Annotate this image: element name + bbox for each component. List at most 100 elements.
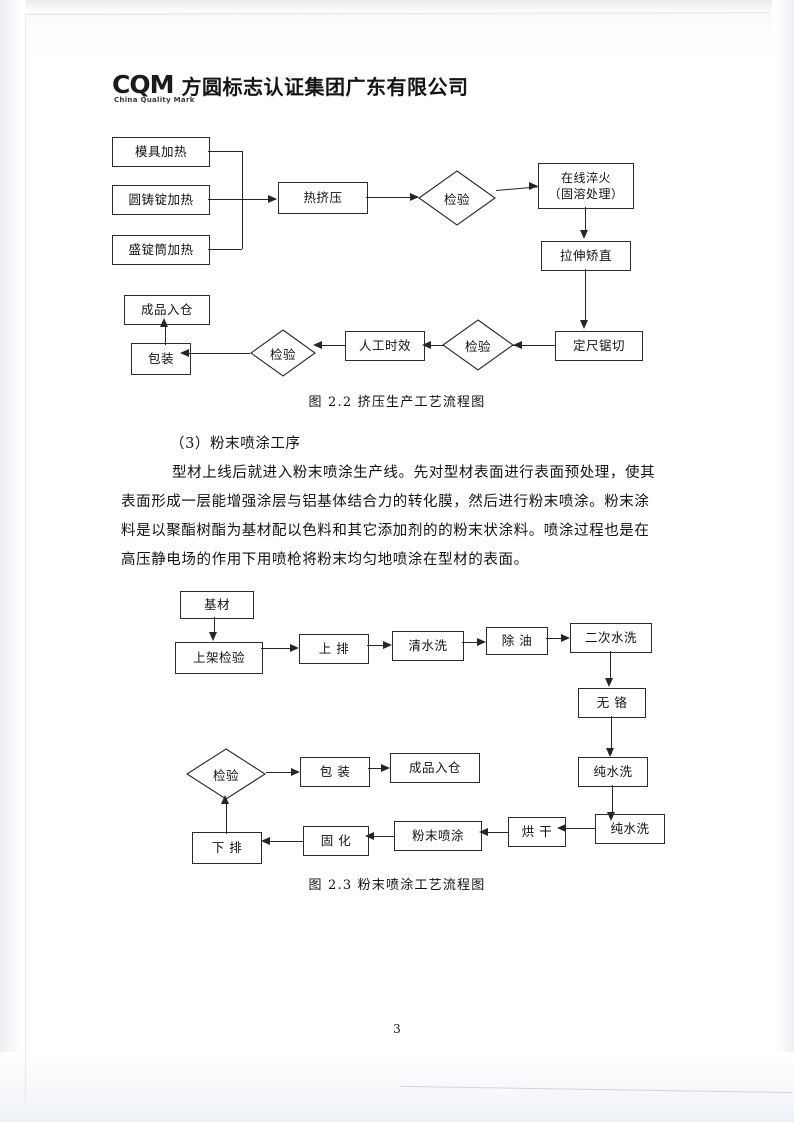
node-powder-coating: 粉末喷涂 [394,821,482,851]
paragraph-line-4: 高压静电场的作用下用喷枪将粉末均匀地喷涂在型材的表面。 [121,552,529,568]
node-hot-extrusion: 热挤压 [278,182,368,214]
figure-2-2-caption: 图 2.2 挤压生产工艺流程图 [308,395,486,410]
node-container-heating: 盛锭筒加热 [112,235,210,265]
connector-rack-to-load [261,648,297,649]
node-curing: 固 化 [303,826,369,856]
arrow-to-pure-water-rinse-1 [606,748,614,757]
node-mold-heating: 模具加热 [112,137,210,167]
connector-container-to-bracket [208,249,242,250]
connector-packaging-to-storage [165,325,166,345]
connector-inspection-to-packaging [266,772,298,773]
arrow-to-water-rinse [383,641,392,649]
node-inspection-label: 检验 [212,767,239,783]
connector-extrusion-to-inspection1 [366,197,418,198]
section-heading: （3）粉末喷涂工序 [170,436,301,452]
figure-2-3-caption: 图 2.3 粉末喷涂工艺流程图 [308,878,486,893]
arrow-to-degrease [477,638,486,646]
node-finished-storage: 成品入仓 [124,295,210,325]
scan-border-line-left [25,16,26,1102]
diamond-shape-icon [418,170,496,226]
node-billet-heating: 圆铸锭加热 [112,185,210,215]
node-inspection-3: 检验 [250,329,316,377]
arrow-to-drying [557,824,566,832]
logo-company-name: 方圆标志认证集团广东有限公司 [181,75,469,99]
node-inspection-1-label: 检验 [443,191,470,207]
node-inspection-1: 检验 [418,170,496,226]
arrow-to-second-water-rinse [561,634,570,642]
figure-2-2-flowchart: 模具加热 圆铸锭加热 盛锭筒加热 热挤压 检验 在线淬火 （固溶处理） 拉伸矫直 [0,0,794,420]
node-inspection-3-label: 检验 [269,346,296,362]
connector-inspection3-to-packaging [186,353,250,354]
arrow-to-artificial-aging [422,341,431,349]
node-online-quenching: 在线淬火 （固溶处理） [538,163,634,209]
arrow-to-inspection [221,795,229,804]
node-packaging: 包装 [131,343,191,375]
arrow-to-pure-water-rinse-2 [607,812,615,821]
arrow-to-unload-rack [261,837,270,845]
connector-mold-to-bracket [208,151,242,152]
arrow-to-powder-coating [479,828,488,836]
node-drying: 烘 干 [508,817,566,847]
arrow-to-curing [365,832,374,840]
node-rack-inspection: 上架检验 [175,642,263,674]
node-inspection-2: 检验 [442,319,514,371]
node-pure-water-rinse-1: 纯水洗 [578,757,648,787]
node-online-quenching-line2: （固溶处理） [548,187,624,201]
connector-packaging-to-storage-2 [368,768,386,769]
logo-mark-text: CQM [112,70,174,99]
scan-edge-right [772,0,794,1122]
node-base-material: 基材 [180,591,254,619]
node-inspection: 检验 [186,748,266,800]
arrow-to-finished-storage-2 [381,764,390,772]
connector-drying-to-powder-coating [486,832,509,833]
company-logo: CQM China Quality Mark 方圆标志认证集团广东有限公司 [112,70,469,104]
arrow-to-inspection-3 [313,341,322,349]
node-packaging-2: 包 装 [300,757,370,787]
connector-second-rinse-to-chrome-free [610,651,611,683]
page-number: 3 [393,1022,401,1036]
node-water-rinse: 清水洗 [392,631,464,661]
node-chrome-free: 无 铬 [578,688,646,718]
connector-unload-rack-to-inspection [226,802,227,834]
node-pure-water-rinse-2: 纯水洗 [595,814,665,844]
node-artificial-aging: 人工时效 [345,331,425,361]
connector-chrome-free-to-pure-rinse-1 [611,716,612,754]
paragraph-line-1: 型材上线后就进入粉末喷涂生产线。先对型材表面进行表面预处理，使其 [172,465,656,481]
node-second-water-rinse: 二次水洗 [570,623,652,653]
connector-load-to-water-rinse [367,645,389,646]
figure-2-3-flowchart: 基材 上架检验 上 排 清水洗 除 油 二次水洗 无 铬 纯水洗 纯水洗 烘 干 [175,591,665,893]
node-fixed-length-sawing: 定尺锯切 [555,331,643,361]
connector-quench-to-straighten [585,207,586,235]
logo-tagline: China Quality Mark [114,96,195,104]
arrow-to-inspection-2 [513,341,522,349]
paragraph-line-2: 表面形成一层能增强涂层与铝基体结合力的转化膜，然后进行粉末喷涂。粉末涂 [121,494,650,510]
connector-billet-to-extrusion [208,199,276,200]
logo-mark-cqm: CQM China Quality Mark [112,70,194,104]
node-finished-storage-2: 成品入仓 [390,753,480,783]
arrow-to-stretch-straighten [580,230,588,239]
connector-bracket-vertical [242,151,243,249]
connector-powder-coating-to-curing [372,836,395,837]
node-load-rack: 上 排 [299,634,369,664]
connector-sawing-to-inspection2 [513,345,555,346]
arrow-to-hot-extrusion [268,195,277,203]
arrow-to-inspection-1 [410,193,419,201]
scan-edge-left [0,0,26,1122]
arrow-to-finished-storage [160,318,168,327]
arrow-to-online-quench [529,182,538,190]
diamond-shape-icon [442,319,514,371]
node-stretch-straighten: 拉伸矫直 [541,241,631,271]
node-online-quenching-line1: 在线淬火 [560,170,611,185]
arrow-to-fixed-length-sawing [580,320,588,329]
connector-inspection2-to-aging [430,345,444,346]
connector-base-to-rack-inspection [214,617,215,637]
node-unload-rack: 下 排 [192,832,262,864]
node-degrease: 除 油 [486,627,548,655]
connector-aging-to-inspection3 [320,345,345,346]
diamond-shape-icon [250,329,316,377]
arrow-to-packaging [180,349,189,357]
diamond-shape-icon [186,748,266,800]
connector-degrease-to-second-rinse [546,638,566,639]
scan-edge-bottom [0,1052,794,1122]
